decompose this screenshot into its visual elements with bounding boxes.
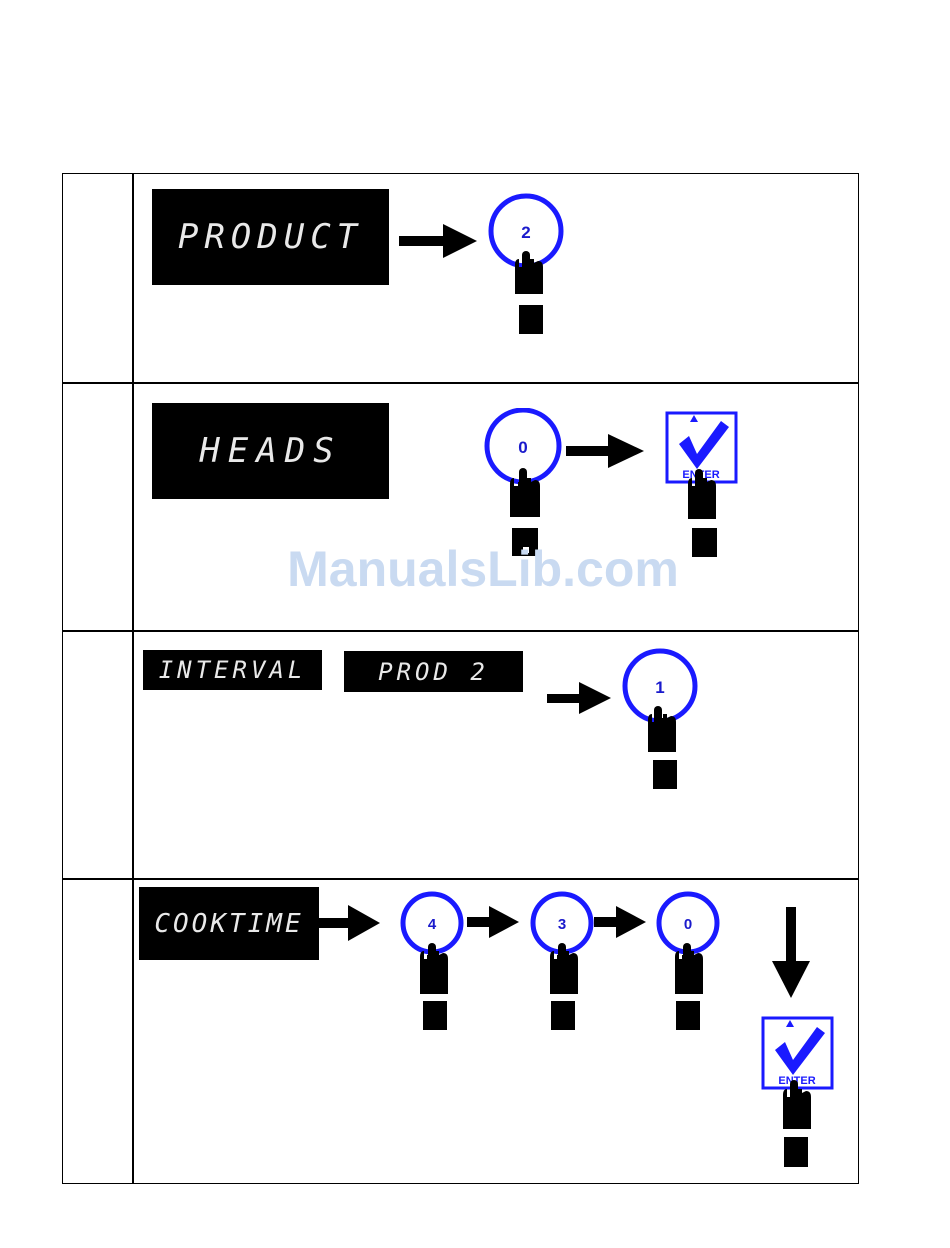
row-divider-2 xyxy=(62,630,859,632)
keypad-key-4[interactable]: 4 xyxy=(398,891,466,1037)
lcd-display-interval: INTERVAL xyxy=(143,650,322,690)
finger-press-icon: 3 xyxy=(528,891,596,1033)
key-label: 0 xyxy=(684,916,692,933)
arrow-right-icon xyxy=(566,434,646,468)
table-column-divider xyxy=(132,173,134,1184)
watermark-text: ManualsLib.com xyxy=(268,540,698,598)
finger-press-icon: 0 xyxy=(654,891,722,1033)
lcd-display-heads: HEADS xyxy=(152,403,389,499)
finger-press-icon: 1 xyxy=(620,648,700,793)
enter-key-cooktime[interactable]: ENTER xyxy=(760,1016,835,1175)
keypad-key-0-cooktime[interactable]: 0 xyxy=(654,891,722,1037)
keypad-key-2[interactable]: 2 xyxy=(486,193,566,342)
arrow-right-icon xyxy=(318,905,382,941)
key-label: 2 xyxy=(521,223,530,242)
arrow-right-icon xyxy=(399,224,479,258)
arrow-right-icon xyxy=(467,906,521,938)
lcd-display-prod2: PROD 2 xyxy=(344,651,523,692)
lcd-display-cooktime: COOKTIME xyxy=(139,887,319,960)
keypad-key-1[interactable]: 1 xyxy=(620,648,700,797)
key-label: 0 xyxy=(518,438,527,457)
keypad-key-0[interactable]: 0 xyxy=(483,408,563,562)
arrow-right-icon xyxy=(594,906,648,938)
key-label: 1 xyxy=(655,678,664,697)
enter-check-icon: ENTER xyxy=(760,1016,835,1171)
arrow-right-icon xyxy=(547,682,613,714)
row-divider-1 xyxy=(62,382,859,384)
finger-press-icon: 0 xyxy=(483,408,563,558)
key-label: 3 xyxy=(558,916,566,933)
row-divider-3 xyxy=(62,878,859,880)
key-label: 4 xyxy=(428,916,437,933)
finger-press-icon: 4 xyxy=(398,891,466,1033)
enter-check-icon: ENTER xyxy=(665,411,740,561)
finger-press-icon: 2 xyxy=(486,193,566,338)
lcd-display-product: PRODUCT xyxy=(152,189,389,285)
keypad-key-3[interactable]: 3 xyxy=(528,891,596,1037)
arrow-down-icon xyxy=(772,907,810,999)
